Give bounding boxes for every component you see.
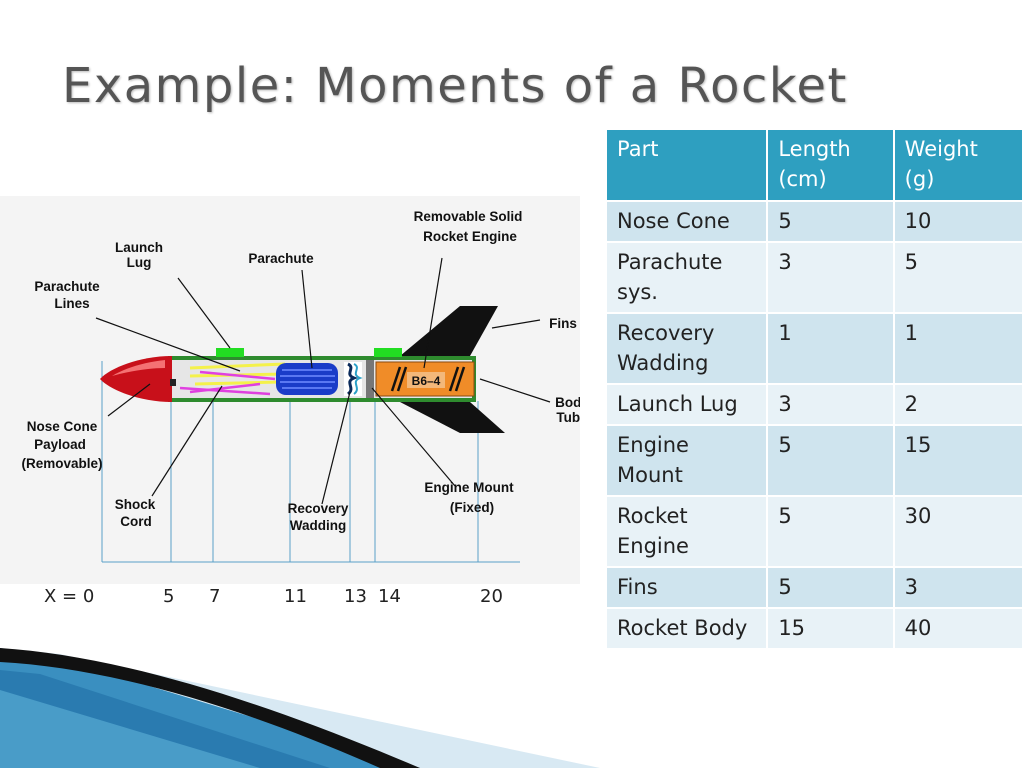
column-header-length: Length (cm) xyxy=(766,128,895,202)
rocket-diagram-svg: B6–4 Removable Solid Rocket Engine Launc… xyxy=(21,209,580,563)
parts-table: Part Length (cm) Weight (g) Nose Cone 5 … xyxy=(604,128,1024,650)
length-cell: 1 xyxy=(766,312,895,385)
x-position-label-14: 14 xyxy=(378,586,401,607)
part-cell: Parachute sys. xyxy=(604,241,769,314)
launch-lug-label: Launch xyxy=(115,240,163,255)
length-cell: 5 xyxy=(766,495,895,568)
launch-lug-rear xyxy=(374,348,402,357)
recovery-wadding-label-2: Wadding xyxy=(290,518,347,533)
fins-label: Fins xyxy=(549,316,577,331)
x-position-label-20: 20 xyxy=(480,586,503,607)
weight-cell: 15 xyxy=(892,424,1024,497)
shock-cord-label: Shock xyxy=(115,497,156,512)
launch-lug-label-2: Lug xyxy=(127,255,152,270)
weight-cell: 40 xyxy=(892,607,1024,650)
column-header-part: Part xyxy=(604,128,769,202)
engine-mount xyxy=(366,360,374,398)
weight-cell: 30 xyxy=(892,495,1024,568)
weight-cell: 2 xyxy=(892,383,1024,426)
launch-lug xyxy=(216,348,244,357)
x-position-label-7: 7 xyxy=(209,586,221,607)
engine-mount-label: Engine Mount xyxy=(424,480,514,495)
table-row: Rocket Engine 5 30 xyxy=(604,495,1024,568)
recovery-wadding xyxy=(344,362,363,396)
table-row: Fins 5 3 xyxy=(604,566,1024,609)
table-header-row: Part Length (cm) Weight (g) xyxy=(604,128,1024,202)
weight-cell: 1 xyxy=(892,312,1024,385)
weight-cell: 5 xyxy=(892,241,1024,314)
shock-cord xyxy=(179,370,276,396)
part-cell: Engine Mount xyxy=(604,424,769,497)
part-cell: Rocket Engine xyxy=(604,495,769,568)
x-position-label-11: 11 xyxy=(284,586,307,607)
x-position-label-5: 5 xyxy=(163,586,175,607)
length-cell: 5 xyxy=(766,566,895,609)
parachute xyxy=(276,363,338,395)
slide-title: Example: Moments of a Rocket xyxy=(62,58,848,114)
part-cell: Nose Cone xyxy=(604,200,769,243)
bottom-fin xyxy=(400,402,505,433)
recovery-wadding-label: Recovery xyxy=(288,501,349,516)
engine-code-label: B6–4 xyxy=(412,374,441,388)
leader-lines xyxy=(95,257,551,505)
weight-cell: 10 xyxy=(892,200,1024,243)
length-cell: 5 xyxy=(766,200,895,243)
x-position-label-13: 13 xyxy=(344,586,367,607)
table-row: Recovery Wadding 1 1 xyxy=(604,312,1024,385)
x-position-label-0: X = 0 xyxy=(44,586,95,607)
nose-cone-label: Nose Cone xyxy=(27,419,98,434)
parachute-label: Parachute xyxy=(248,251,314,266)
shock-cord-label-2: Cord xyxy=(120,514,152,529)
table-row: Engine Mount 5 15 xyxy=(604,424,1024,497)
parachute-lines-label: Parachute xyxy=(34,279,100,294)
table-row: Rocket Body 15 40 xyxy=(604,607,1024,650)
part-cell: Fins xyxy=(604,566,769,609)
table-row: Nose Cone 5 10 xyxy=(604,200,1024,243)
body-tube-label: Body xyxy=(555,395,580,410)
column-header-weight: Weight (g) xyxy=(892,128,1024,202)
table-row: Launch Lug 3 2 xyxy=(604,383,1024,426)
top-fin xyxy=(400,306,498,356)
body-tube-label-2: Tube xyxy=(556,410,580,425)
table-row: Parachute sys. 3 5 xyxy=(604,241,1024,314)
removable-engine-label-2: Rocket Engine xyxy=(423,229,517,244)
part-cell: Launch Lug xyxy=(604,383,769,426)
weight-cell: 3 xyxy=(892,566,1024,609)
rocket-diagram: B6–4 Removable Solid Rocket Engine Launc… xyxy=(0,196,580,584)
length-cell: 3 xyxy=(766,383,895,426)
part-cell: Rocket Body xyxy=(604,607,769,650)
parachute-lines-label-2: Lines xyxy=(54,296,89,311)
removable-engine-label: Removable Solid xyxy=(414,209,523,224)
length-cell: 5 xyxy=(766,424,895,497)
nose-cone-label-3: (Removable) xyxy=(21,456,102,471)
nose-cone-label-2: Payload xyxy=(34,437,86,452)
length-cell: 15 xyxy=(766,607,895,650)
engine-mount-label-2: (Fixed) xyxy=(450,500,494,515)
decorative-swoosh xyxy=(0,648,600,768)
part-cell: Recovery Wadding xyxy=(604,312,769,385)
length-cell: 3 xyxy=(766,241,895,314)
